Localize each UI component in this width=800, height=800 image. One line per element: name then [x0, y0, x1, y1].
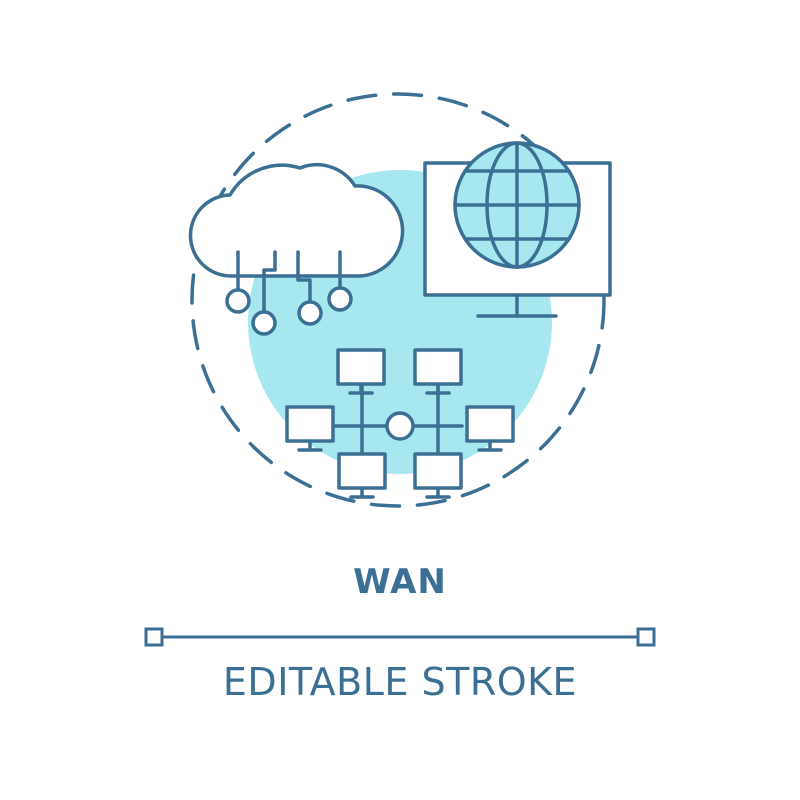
icon-title: WAN — [353, 562, 447, 602]
cloud-icon — [188, 163, 405, 336]
left-handle — [144, 627, 164, 647]
icon-subtitle: EDITABLE STROKE — [222, 660, 578, 704]
dashed-ring — [190, 92, 606, 508]
globe-monitor-icon — [423, 141, 612, 318]
network-computers-icon — [285, 348, 515, 499]
right-handle — [636, 627, 656, 647]
editable-stroke-line — [144, 627, 656, 647]
wan-concept-icon — [188, 92, 612, 508]
